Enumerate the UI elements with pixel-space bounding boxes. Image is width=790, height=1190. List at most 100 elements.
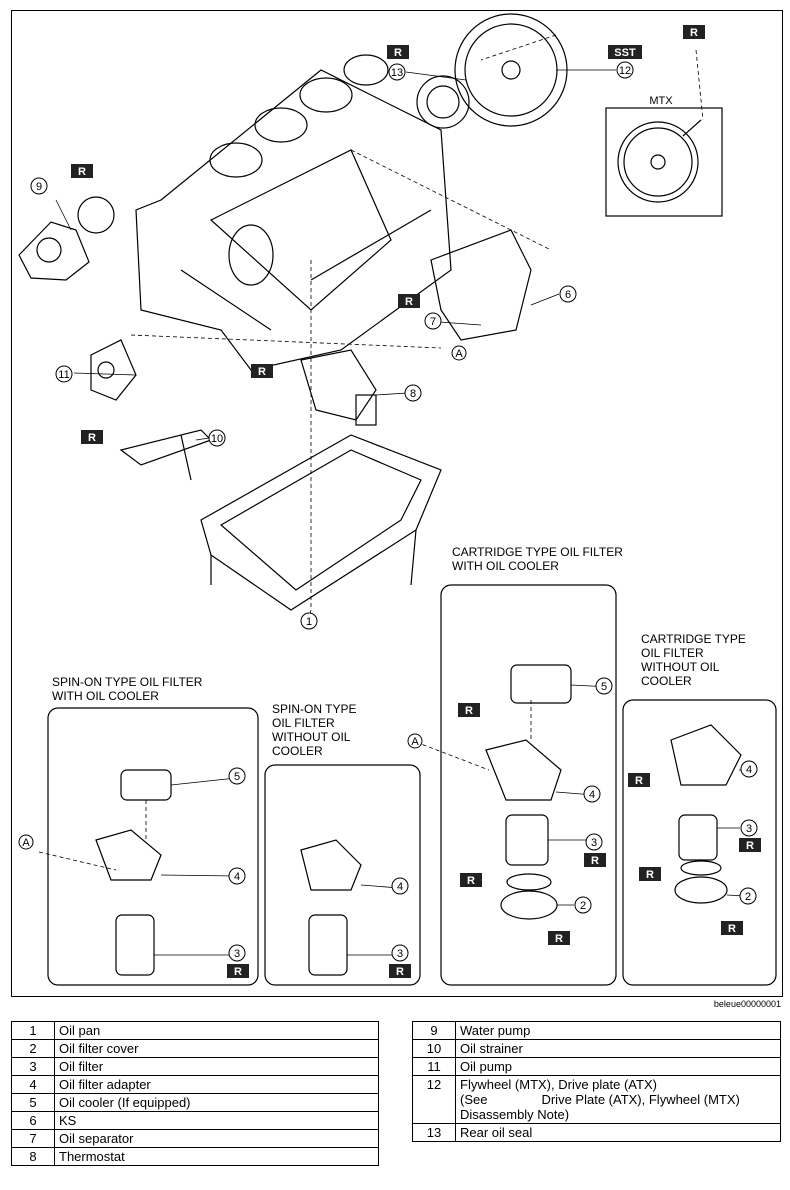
group-box-spinon-with-cooler — [47, 707, 259, 986]
r-badge: R — [639, 867, 661, 881]
mtx-flywheel-drawing — [617, 119, 702, 203]
svg-text:2: 2 — [580, 900, 586, 912]
group-box-cartridge-without-cooler — [622, 699, 777, 986]
label-spinon-without-cooler: SPIN-ON TYPE OIL FILTER WITHOUT OIL COOL… — [272, 702, 357, 758]
r-badge: R — [251, 364, 273, 378]
oil-pump-drawing — [90, 339, 137, 401]
svg-text:10: 10 — [211, 433, 223, 445]
callout-1: 1 — [300, 612, 318, 630]
svg-text:R: R — [394, 47, 402, 59]
svg-text:SST: SST — [614, 47, 636, 59]
cylinder-block-drawing — [135, 54, 452, 371]
callout-6: 6 — [559, 285, 577, 303]
callout-a2: A — [18, 834, 34, 850]
r-badge: R — [71, 164, 93, 178]
callout-5a: 5 — [228, 767, 246, 785]
callout-11: 11 — [55, 365, 73, 383]
r-badge: R — [227, 964, 249, 978]
svg-text:A: A — [22, 837, 30, 849]
callout-3c: 3 — [585, 833, 603, 851]
svg-text:2: 2 — [745, 891, 751, 903]
svg-text:13: 13 — [391, 67, 403, 79]
oil-strainer-drawing — [119, 429, 213, 481]
svg-text:3: 3 — [234, 948, 240, 960]
exploded-view-diagram: 12 13 9 6 7 8 11 10 1 5 4 3 4 3 5 4 3 2 … — [18, 13, 777, 986]
r-badge: R — [398, 294, 420, 308]
callout-5b: 5 — [595, 677, 613, 695]
r-badge: R — [389, 964, 411, 978]
sst-badge: SST — [608, 45, 642, 59]
svg-text:4: 4 — [589, 789, 595, 801]
table-row: 12 Flywheel (MTX), Drive plate (ATX) (Se… — [412, 1075, 781, 1124]
callout-12: 12 — [616, 61, 634, 79]
oil-separator-drawing — [430, 229, 532, 341]
callout-4b: 4 — [391, 877, 409, 895]
callout-7: 7 — [424, 312, 442, 330]
callout-3a: 3 — [228, 944, 246, 962]
mtx-label: MTX — [649, 95, 673, 107]
r-badge: R — [721, 921, 743, 935]
label-spinon-with-cooler: SPIN-ON TYPE OIL FILTER WITH OIL COOLER — [52, 675, 203, 703]
svg-text:3: 3 — [746, 823, 752, 835]
callout-9: 9 — [30, 177, 48, 195]
svg-text:R: R — [405, 296, 413, 308]
svg-text:8: 8 — [410, 388, 416, 400]
svg-text:R: R — [258, 366, 266, 378]
callout-3b: 3 — [391, 944, 409, 962]
part-12-see: (See — [460, 1092, 488, 1107]
svg-text:5: 5 — [234, 771, 240, 783]
callout-a3: A — [407, 733, 423, 749]
svg-text:R: R — [690, 27, 698, 39]
svg-text:4: 4 — [234, 871, 240, 883]
r-badge: R — [584, 853, 606, 867]
callout-4d: 4 — [740, 760, 758, 778]
svg-text:3: 3 — [397, 948, 403, 960]
part-12-note: Disassembly Note) — [460, 1107, 570, 1122]
callout-10: 10 — [208, 429, 226, 447]
svg-text:6: 6 — [565, 289, 571, 301]
mtx-box — [605, 107, 723, 217]
image-code: beleue00000001 — [713, 999, 781, 1009]
svg-text:4: 4 — [397, 881, 403, 893]
svg-text:R: R — [591, 855, 599, 867]
group-box-spinon-without-cooler — [264, 764, 421, 986]
svg-text:7: 7 — [430, 316, 436, 328]
svg-text:R: R — [396, 966, 404, 978]
r-badge: R — [458, 703, 480, 717]
svg-text:A: A — [455, 348, 463, 360]
callout-2a: 2 — [574, 896, 592, 914]
callout-13: 13 — [388, 63, 406, 81]
thermostat-drawing — [300, 349, 377, 426]
label-cartridge-with-cooler: CARTRIDGE TYPE OIL FILTER WITH OIL COOLE… — [452, 545, 623, 573]
r-badge: R — [460, 873, 482, 887]
svg-text:R: R — [465, 705, 473, 717]
svg-text:R: R — [635, 775, 643, 787]
svg-text:R: R — [728, 923, 736, 935]
svg-text:R: R — [746, 840, 754, 852]
svg-text:A: A — [411, 736, 419, 748]
svg-text:R: R — [467, 875, 475, 887]
r-badge: R — [548, 931, 570, 945]
r-badge: R — [628, 773, 650, 787]
svg-text:R: R — [78, 166, 86, 178]
callout-a1: A — [451, 345, 467, 361]
svg-text:5: 5 — [601, 681, 607, 693]
svg-text:R: R — [88, 432, 96, 444]
part-12-link[interactable]: Drive Plate (ATX), Flywheel (MTX) — [541, 1092, 740, 1107]
callout-4c: 4 — [583, 785, 601, 803]
part-12-name: Flywheel (MTX), Drive plate (ATX) — [460, 1077, 657, 1092]
svg-text:4: 4 — [746, 764, 752, 776]
svg-text:R: R — [555, 933, 563, 945]
diagram-frame — [11, 10, 783, 997]
